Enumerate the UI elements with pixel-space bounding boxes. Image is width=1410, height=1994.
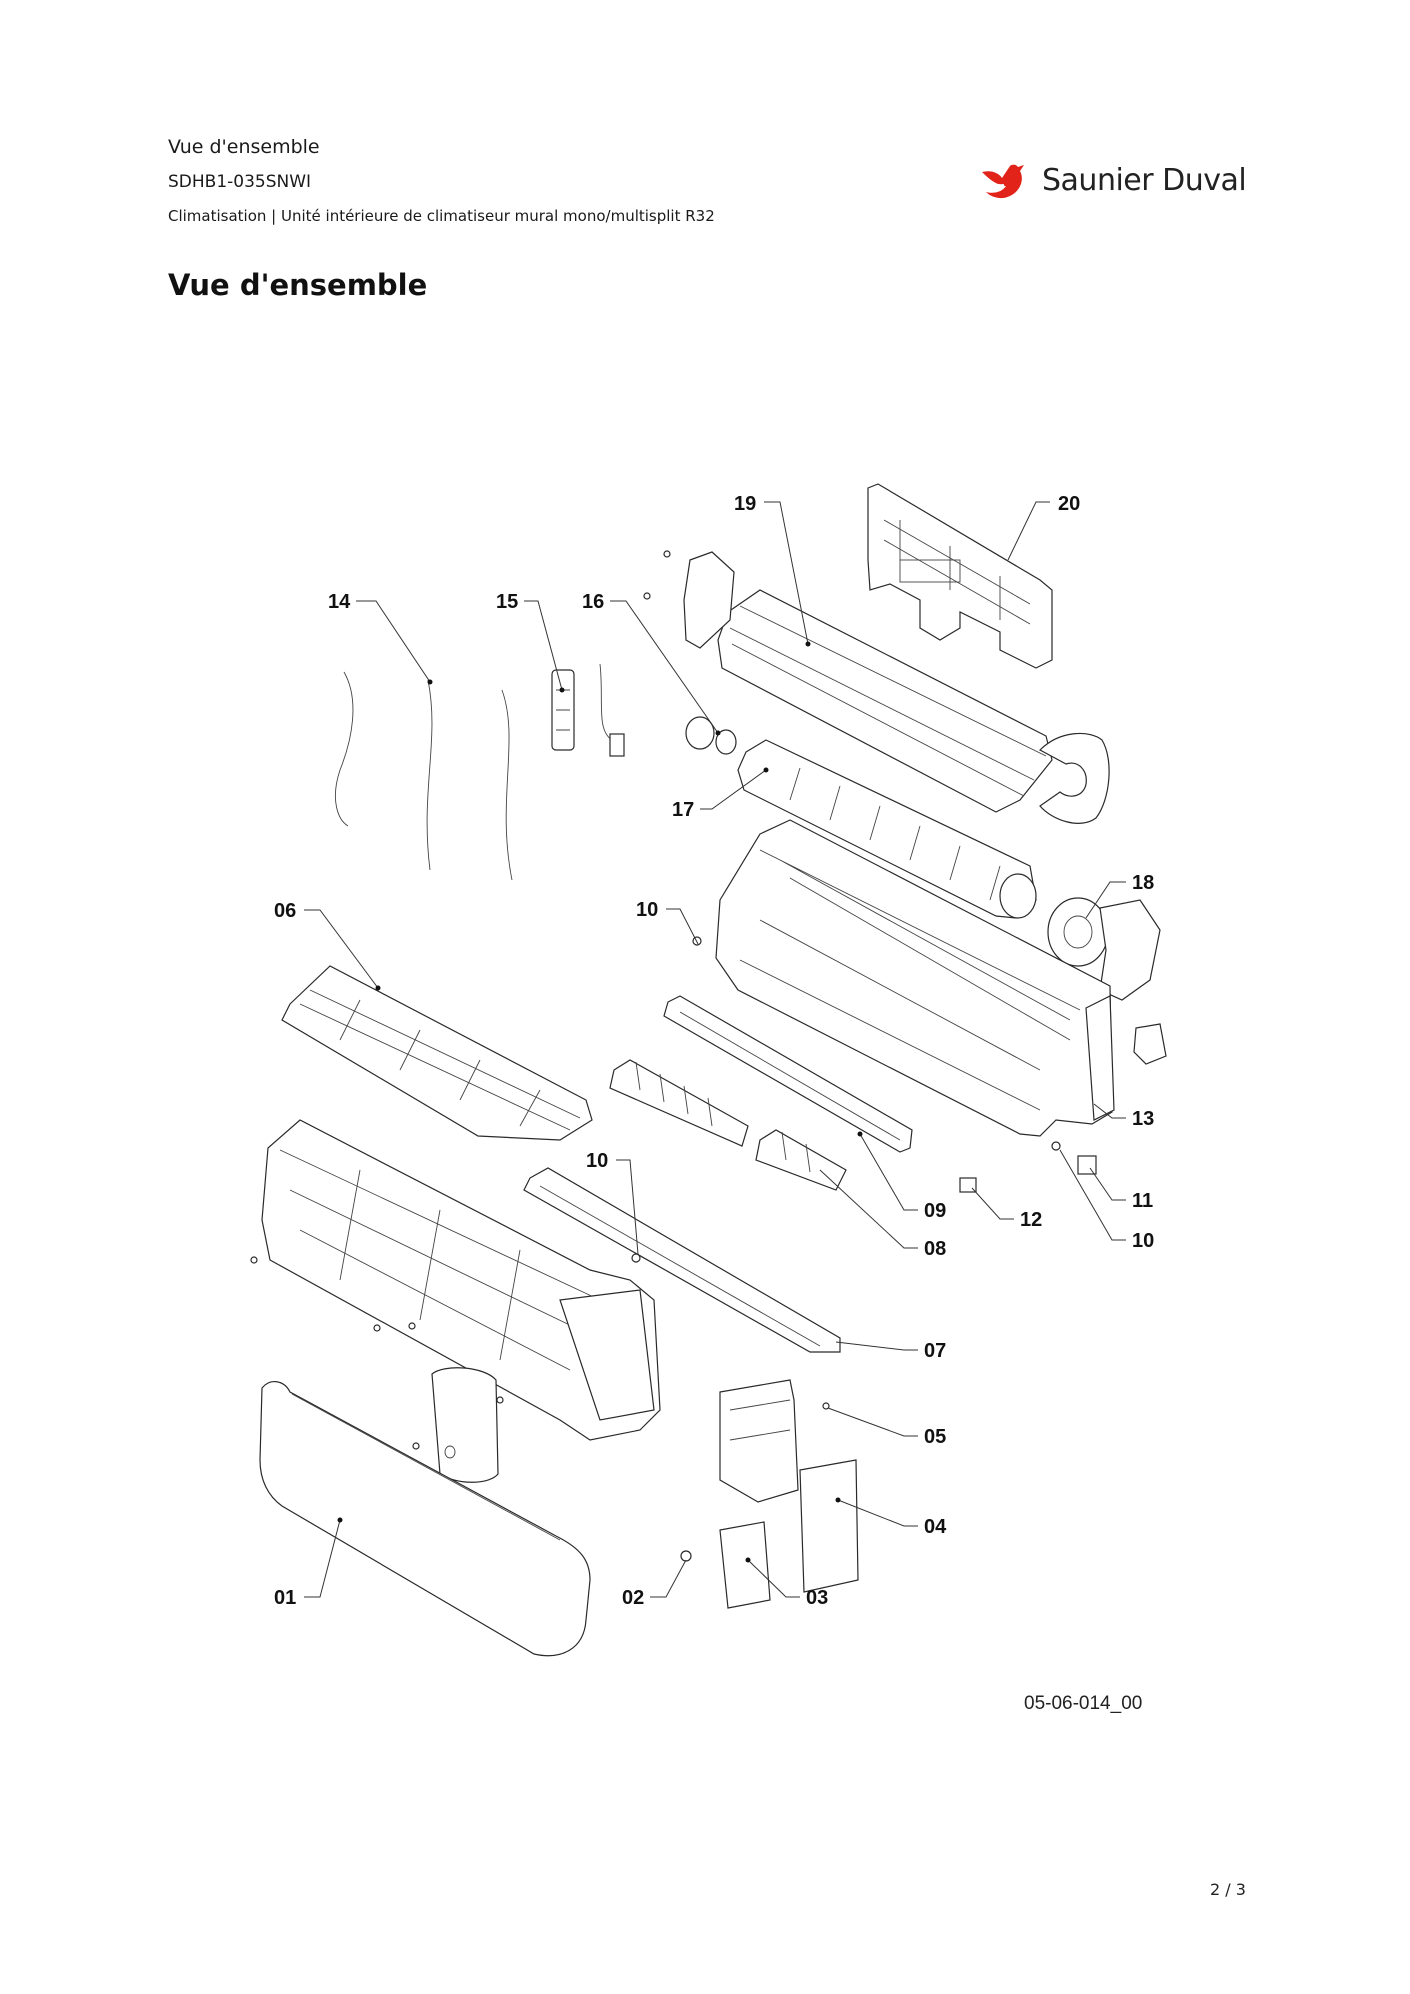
callout-label: 02 <box>622 1587 644 1609</box>
document-title: Vue d'ensemble <box>168 136 320 158</box>
callout-04: 04 <box>835 1497 947 1538</box>
tangential-fan <box>737 739 1037 919</box>
drawing-reference: 05-06-014_00 <box>1024 1693 1143 1714</box>
callout-label: 08 <box>924 1238 946 1260</box>
fan-motor <box>1047 897 1161 1001</box>
callout-02: 02 <box>622 1559 687 1609</box>
callout-14: 14 <box>328 591 433 685</box>
model-number: SDHB1-035SNWI <box>168 172 312 192</box>
callout-label: 11 <box>1132 1190 1153 1212</box>
callout-label: 07 <box>924 1340 946 1362</box>
cable-clamp <box>1133 1023 1167 1065</box>
air-filter <box>281 965 593 1141</box>
front-panel-frame <box>261 1119 661 1441</box>
callout-label: 03 <box>806 1587 828 1609</box>
callout-label: 13 <box>1132 1108 1154 1130</box>
brand-logo <box>982 164 1024 199</box>
callout-11: 11 <box>1089 1167 1153 1212</box>
callout-18: 18 <box>1085 872 1154 919</box>
callout-07: 07 <box>835 1340 946 1362</box>
callout-label: 19 <box>734 493 756 515</box>
callout-10-upper: 10 <box>636 899 699 945</box>
callout-label: 18 <box>1132 872 1154 894</box>
chassis <box>715 819 1115 1137</box>
callout-label: 09 <box>924 1200 946 1222</box>
bird-logo-icon <box>982 164 1024 199</box>
callout-03: 03 <box>745 1557 828 1609</box>
callout-label: 17 <box>672 799 694 821</box>
callout-06: 06 <box>274 900 381 991</box>
callout-15: 15 <box>496 591 565 693</box>
callout-label: 10 <box>586 1150 608 1172</box>
callout-label: 10 <box>1132 1230 1154 1252</box>
terminal-cover <box>431 1367 499 1483</box>
brand-name: Saunier Duval <box>1042 163 1247 198</box>
callout-label: 15 <box>496 591 518 613</box>
callout-10-lower: 10 <box>1059 1149 1154 1252</box>
callout-label: 10 <box>636 899 658 921</box>
page-number: 2 / 3 <box>1210 1880 1246 1899</box>
callout-12: 12 <box>971 1187 1042 1231</box>
bearing <box>685 716 737 755</box>
callout-19: 19 <box>734 493 811 647</box>
callout-08: 08 <box>819 1169 946 1260</box>
power-cable <box>334 671 513 881</box>
control-box <box>719 1379 859 1609</box>
page-heading: Vue d'ensemble <box>168 268 428 302</box>
louver-blades <box>609 1059 847 1191</box>
air-deflector <box>523 1167 841 1353</box>
callout-label: 01 <box>274 1587 296 1609</box>
callout-01: 01 <box>274 1517 343 1609</box>
callout-label: 04 <box>924 1516 947 1538</box>
mounting-plate <box>867 483 1053 669</box>
callout-label: 05 <box>924 1426 946 1448</box>
product-category: Climatisation | Unité intérieure de clim… <box>168 207 715 225</box>
callout-09: 09 <box>857 1131 946 1222</box>
callout-label: 20 <box>1058 493 1080 515</box>
callout-05: 05 <box>827 1407 946 1448</box>
callout-label: 06 <box>274 900 296 922</box>
callout-10-middle: 10 <box>586 1150 639 1255</box>
callout-16: 16 <box>582 591 721 736</box>
front-cover <box>259 1381 591 1657</box>
callout-17: 17 <box>672 767 769 821</box>
louver-bracket <box>663 995 913 1153</box>
callout-label: 14 <box>328 591 351 613</box>
callout-20: 20 <box>1007 493 1080 561</box>
evaporator-coil <box>683 551 1110 824</box>
remote-control <box>551 663 625 757</box>
callout-label: 12 <box>1020 1209 1042 1231</box>
callout-label: 16 <box>582 591 604 613</box>
callout-13: 13 <box>1093 1103 1154 1130</box>
